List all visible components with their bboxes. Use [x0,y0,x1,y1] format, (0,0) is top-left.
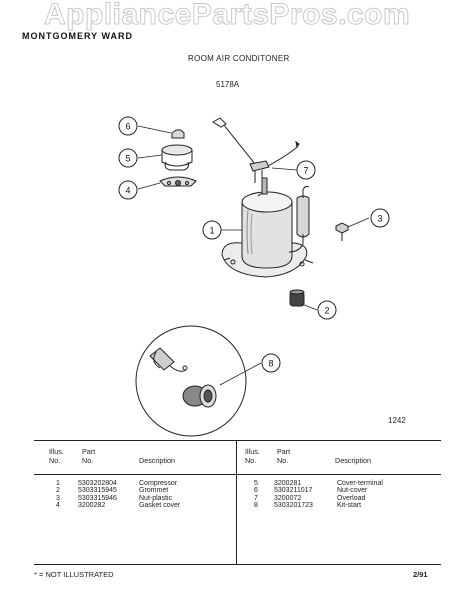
part-compressor [221,177,314,278]
header-illus-right: Illus.No. [245,447,260,465]
callout-5 [118,148,138,168]
header-description-right: Description [335,456,371,465]
table-top-rule [34,440,441,441]
callout-8 [261,353,281,373]
callout-label-2: 2 [324,306,329,316]
callout-2 [317,300,337,320]
callout-4 [118,180,138,200]
table-bottom-rule [34,564,441,565]
brand-header: MONTGOMERY WARD [22,31,133,41]
callout-label-3: 3 [377,214,382,224]
model-number: 5178A [216,80,240,89]
watermark: AppliancePartsPros.com [43,0,411,32]
page-title: ROOM AIR CONDITONER [188,54,290,63]
part-start-kit [135,325,247,437]
page-date: 2/91 [413,570,428,579]
callout-label-1: 1 [209,226,214,236]
callout-label-8: 8 [268,359,273,369]
callout-label-5: 5 [125,154,130,164]
part-grommet [289,289,305,307]
callout-label-4: 4 [125,186,130,196]
callout-1 [202,220,222,240]
callout-circles [118,116,390,373]
callout-label-6: 6 [125,122,130,132]
table-center-divider [236,440,237,564]
part-gasket-cover [159,176,197,187]
header-description-left: Description [139,456,175,465]
part-overload-wires [212,117,300,183]
leader-lines [137,125,370,386]
header-illus-left: Illus.No. [49,447,64,465]
table-header-rule [34,474,441,475]
callout-label-7: 7 [303,166,308,176]
callout-6 [118,116,138,136]
part-nut-cover [171,129,185,139]
figure-number: 1242 [388,416,406,425]
part-terminal-cover [161,144,193,171]
parts-diagram: 6 5 4 1 7 3 2 8 [118,116,390,437]
not-illustrated-note: * = NOT ILLUSTRATED [34,570,114,579]
part-nut-plastic [335,222,349,241]
callout-3 [370,208,390,228]
callout-7 [296,160,316,180]
